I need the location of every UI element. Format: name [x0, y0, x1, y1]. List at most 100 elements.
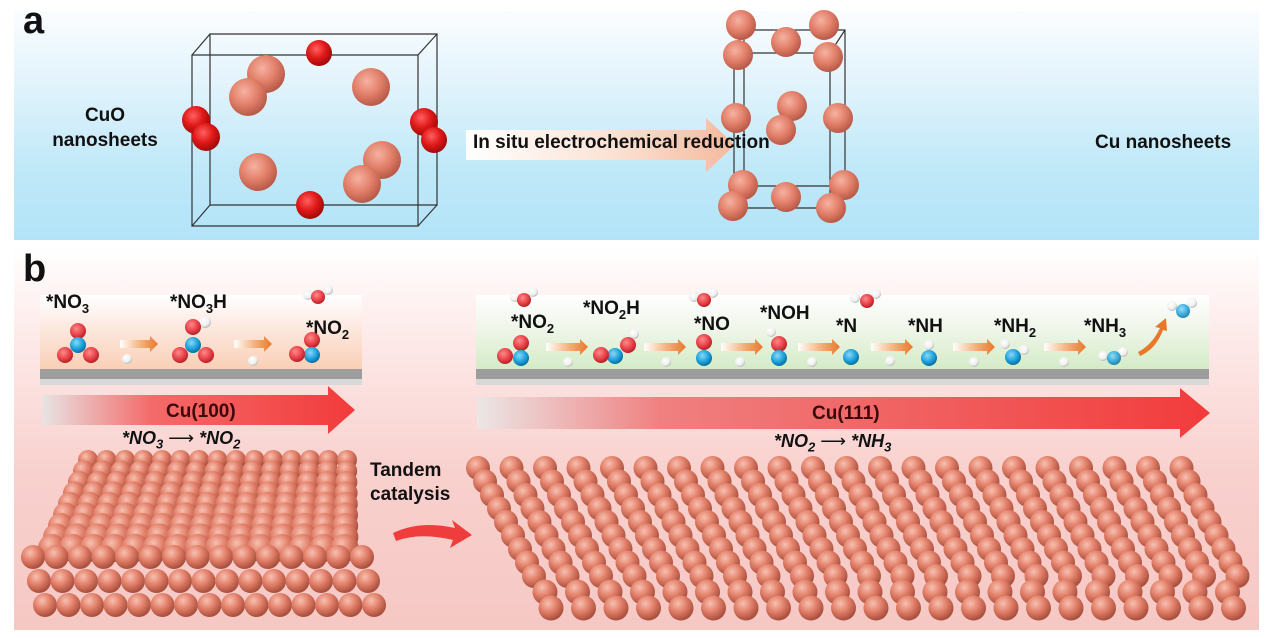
- cu-atom: [326, 545, 351, 569]
- cu-nanosheets-label: Cu nanosheets: [1095, 132, 1232, 153]
- species-no2-right: *NO2: [511, 312, 555, 336]
- species-n: *N: [836, 316, 858, 337]
- cu100-reaction: *NO3 ⟶ *NO2: [122, 428, 241, 452]
- cu-atom: [97, 569, 122, 593]
- cuo-unit-cell: [182, 10, 859, 227]
- cu-atom: [197, 593, 222, 617]
- cu-atom: [1091, 595, 1116, 621]
- cu-atom: [309, 569, 333, 593]
- cu-atom: [1221, 595, 1246, 621]
- cu-atom: [68, 545, 92, 569]
- cu-atoms: [718, 10, 859, 223]
- cu-atom: [74, 569, 98, 593]
- cu-atom: [127, 593, 151, 617]
- cu-atom: [961, 595, 986, 621]
- cu-atom: [362, 593, 386, 617]
- cu-atom: [238, 569, 263, 593]
- molecule-no2-left: [289, 285, 333, 363]
- reduction-arrow: [466, 118, 735, 172]
- molecule-n: [843, 289, 881, 365]
- panel-b-letter: b: [23, 248, 47, 290]
- molecule-no2-right: [497, 287, 538, 366]
- cu-atom: [121, 569, 145, 593]
- cu-atom: [798, 595, 824, 621]
- molecule-no2h: [593, 329, 639, 364]
- molecule-nh: [921, 340, 937, 366]
- tandem-line1: Tandem: [370, 460, 442, 481]
- cu-atom: [50, 569, 75, 593]
- cu-atom: [350, 545, 374, 569]
- cu111-reaction-strip: [476, 295, 1209, 385]
- cu-atom: [268, 593, 292, 617]
- species-no2h: *NO2H: [583, 298, 640, 322]
- cu-atom: [262, 569, 286, 593]
- cu100-substrate: [40, 369, 362, 379]
- cu-atom: [766, 595, 791, 621]
- cu-atom: [1058, 595, 1084, 621]
- cu100-slab: [21, 450, 386, 617]
- cu-atom: [338, 593, 363, 617]
- cu-atom: [928, 595, 954, 621]
- o-atom: [421, 127, 447, 153]
- tandem-arrow-icon: [393, 520, 472, 548]
- molecule-no3: [57, 323, 99, 363]
- cuo-label-line2: nanosheets: [52, 130, 158, 151]
- cu-atom: [91, 545, 116, 569]
- molecule-nh3-released: [1167, 298, 1197, 318]
- tandem-catalysis-label: Tandem catalysis: [370, 459, 450, 507]
- cu-atom: [285, 569, 310, 593]
- cu-atom: [993, 595, 1019, 621]
- molecule-no: [689, 288, 718, 366]
- cu-atom: [1188, 595, 1214, 621]
- molecule-noh: [766, 327, 787, 366]
- cu-atom: [174, 593, 198, 617]
- cu-atom: [229, 78, 267, 116]
- step-arrow-icon: [120, 336, 272, 352]
- cu-atom: [343, 165, 381, 203]
- cu-atom: [33, 593, 57, 617]
- cu-atom: [733, 595, 759, 621]
- cu-atom: [185, 545, 210, 569]
- tandem-line2: catalysis: [370, 484, 451, 505]
- species-no: *NO: [694, 314, 730, 335]
- h-atom: [122, 354, 258, 366]
- step-arrow-icon: [546, 339, 1086, 355]
- o-atom: [296, 191, 324, 219]
- species-no3: *NO3: [46, 292, 90, 316]
- reaction-arrow-icon: ⟶: [168, 428, 195, 448]
- cu-atom: [332, 569, 357, 593]
- o-atom: [306, 40, 332, 66]
- cu111-slab: [466, 456, 1250, 621]
- cu-atom: [279, 545, 304, 569]
- cu-atom: [244, 593, 269, 617]
- reduction-label: In situ electrochemical reduction: [473, 132, 770, 153]
- cu-atom: [1156, 595, 1181, 621]
- cu-atom: [603, 595, 629, 621]
- cu-atom: [896, 595, 921, 621]
- cu-atom: [668, 595, 694, 621]
- cu-atom: [1026, 595, 1051, 621]
- cu100-facet-label: Cu(100): [166, 401, 236, 422]
- cu-atom: [150, 593, 175, 617]
- cu-atom: [636, 595, 661, 621]
- cu-atom: [352, 68, 390, 106]
- cu-atom: [168, 569, 192, 593]
- cu-atom: [162, 545, 186, 569]
- cu-atom: [103, 593, 128, 617]
- reaction-arrow-icon: ⟶: [820, 431, 847, 451]
- cu-atom: [80, 593, 104, 617]
- cu-atom: [831, 595, 856, 621]
- cu-atom: [221, 593, 245, 617]
- cu-atom: [256, 545, 280, 569]
- h-atom: [563, 356, 1069, 367]
- cu-atom: [303, 545, 327, 569]
- o-atom: [192, 123, 220, 151]
- cu-atom: [701, 595, 726, 621]
- cu-atom: [239, 153, 277, 191]
- panel-a: [14, 10, 1259, 240]
- cu-atom: [27, 569, 51, 593]
- cuo-atoms: [182, 40, 447, 219]
- species-nh: *NH: [908, 316, 943, 337]
- cu-atom: [356, 569, 380, 593]
